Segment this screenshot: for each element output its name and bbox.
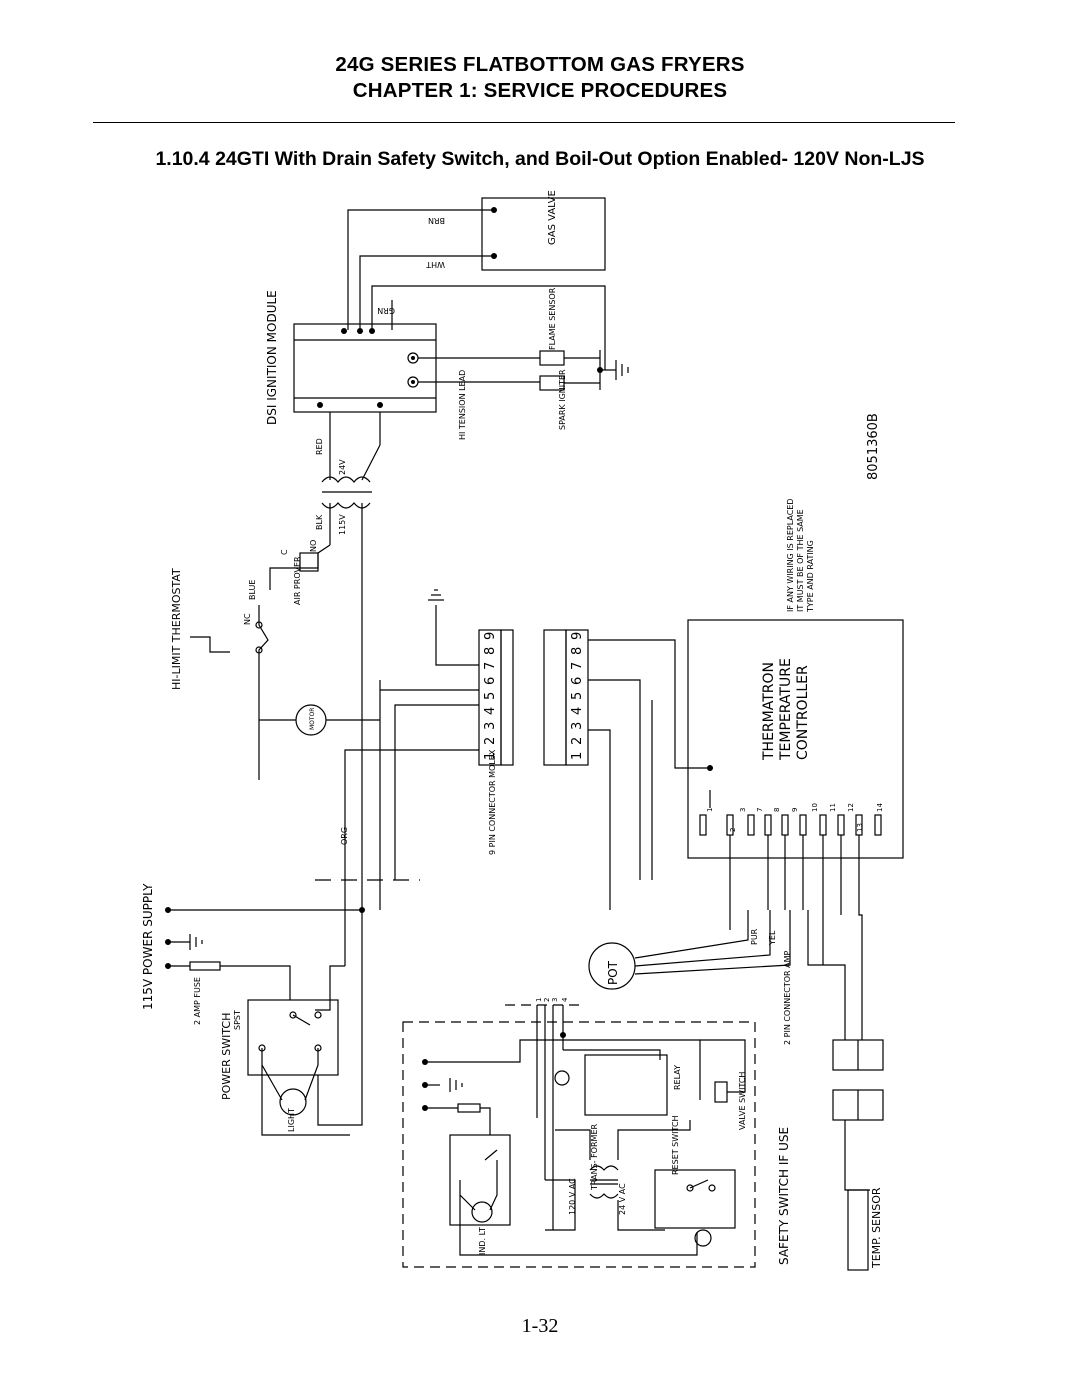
molex-label: 9 PIN CONNECTOR MOLEX	[488, 749, 497, 855]
section-title: 1.10.4 24GTI With Drain Safety Switch, a…	[155, 148, 925, 170]
connector-digit: 2	[483, 737, 498, 745]
wiring-note-1: IF ANY WIRING IS REPLACED	[786, 499, 795, 613]
wire-blk-label: BLK	[315, 514, 324, 530]
controller-pin: 12	[847, 803, 855, 812]
controller-pin: 14	[876, 803, 884, 812]
connector-digit: 8	[570, 647, 585, 655]
connector-digit: 2	[570, 737, 585, 745]
wire-red-label: RED	[315, 438, 324, 455]
header-rule	[93, 122, 955, 123]
connector-digit: 5	[483, 692, 498, 700]
connector-digit: 7	[570, 662, 585, 670]
controller-pin: 3	[739, 808, 747, 812]
light-label: LIGHT	[287, 1108, 296, 1132]
supply-pin: 4	[561, 997, 569, 1002]
relay-box	[584, 1054, 668, 1116]
drawing-number: 8051360B	[866, 413, 881, 480]
dsi-module-label: DSI IGNITION MODULE	[265, 290, 279, 425]
hi-tension-label: HI TENSION LEAD	[458, 370, 467, 440]
terminal-nc: NC	[243, 613, 252, 625]
controller-pin: 13	[856, 823, 864, 832]
reset-switch-label: RESET SWITCH	[671, 1115, 680, 1175]
supply-pin: 2	[543, 998, 551, 1002]
supply-pin: 3	[551, 998, 559, 1002]
valve-switch-label: VALVE SWITCH	[738, 1072, 747, 1130]
wire-yel-label: YEL	[768, 930, 777, 946]
safety-switch-label: SAFETY SWITCH IF USE	[777, 1127, 791, 1265]
wiring-note-3: TYPE AND RATING	[806, 540, 815, 613]
wiring-note-2: IT MUST BE OF THE SAME	[796, 509, 805, 612]
relay-label: RELAY	[673, 1065, 682, 1090]
supply-pin: 1	[535, 998, 543, 1002]
controller-pin: 7	[756, 808, 764, 812]
document-header: 24G SERIES FLATBOTTOM GAS FRYERS CHAPTER…	[0, 52, 1080, 104]
connector-digit: 4	[570, 707, 585, 715]
connector-digit: 1	[570, 752, 585, 760]
ind-lt-label: IND. LT	[478, 1227, 487, 1255]
wire-blue-label: BLUE	[248, 580, 257, 600]
hi-limit-label: HI-LIMIT THERMOSTAT	[170, 568, 183, 690]
spst-label: SPST	[233, 1010, 242, 1030]
v115-label: 115V	[338, 514, 347, 535]
dsi-module-box	[293, 323, 437, 413]
thermatron-controller-box	[687, 619, 904, 859]
wire-wht-label: WHT	[426, 260, 445, 269]
power-switch-label: POWER SWITCH	[220, 1013, 233, 1100]
wire-brn-label: BRN	[428, 216, 445, 225]
controller-title-1: THERMATRON	[761, 662, 777, 761]
flame-sensor-label: FLAME SENSOR	[548, 287, 557, 350]
relay-coil	[554, 1070, 570, 1086]
gas-valve-label: GAS VALVE	[547, 190, 558, 245]
controller-pin: 2	[729, 828, 737, 832]
connector-digit: 9	[570, 632, 585, 640]
motor-label: MOTOR	[309, 708, 316, 730]
terminal-no: NO	[309, 540, 318, 552]
controller-pin: 11	[829, 803, 837, 812]
connector-digit: 3	[483, 722, 498, 730]
wire-grn-label: GRN	[377, 306, 395, 315]
terminal-c: C	[280, 549, 289, 555]
connector-digit: 6	[570, 677, 585, 685]
controller-pin: 9	[791, 808, 799, 812]
v120ac-label: 120 V AC	[568, 1178, 577, 1215]
connector-digit: 4	[483, 707, 498, 715]
controller-title-3: CONTROLLER	[795, 665, 811, 760]
connector-digit: 1	[483, 752, 498, 760]
wire-pur-label: PUR	[750, 928, 759, 945]
connector-digit: 6	[483, 677, 498, 685]
connector-digit: 3	[570, 722, 585, 730]
header-title: 24G SERIES FLATBOTTOM GAS FRYERS	[335, 53, 745, 76]
connector-digit: 7	[483, 662, 498, 670]
controller-pin: 1	[706, 808, 714, 812]
two-pin-label: 2 PIN CONNECTOR AMP	[783, 951, 792, 1045]
connector-digit: 8	[483, 647, 498, 655]
controller-title-2: TEMPERATURE	[778, 658, 794, 761]
controller-pin: 10	[811, 803, 819, 812]
spark-igniter-label: SPARK IGNITER	[558, 369, 567, 430]
v24ac-label: 24 V AC	[618, 1183, 627, 1215]
gas-valve-box	[481, 197, 606, 271]
air-prover-label: AIR PROVER	[293, 556, 302, 605]
connector-digit: 9	[483, 632, 498, 640]
wire-org-label: ORG	[340, 827, 349, 845]
temp-sensor-body	[847, 1189, 869, 1271]
fuse-label: 2 AMP FUSE	[193, 977, 202, 1025]
controller-pin: 8	[773, 808, 781, 812]
safety-switch-box	[402, 1021, 756, 1268]
power-switch-box	[247, 999, 339, 1076]
v24-label: 24V	[338, 459, 347, 475]
connector-digit: 5	[570, 692, 585, 700]
temp-sensor-label: TEMP. SENSOR	[870, 1187, 883, 1269]
power-supply-label: 115V POWER SUPPLY	[141, 883, 155, 1010]
transformer-label: TRANS- FORMER	[590, 1124, 599, 1192]
header-chapter: CHAPTER 1: SERVICE PROCEDURES	[352, 79, 728, 102]
pot-label: POT	[606, 960, 620, 985]
page-number: 1-32	[521, 1315, 559, 1337]
